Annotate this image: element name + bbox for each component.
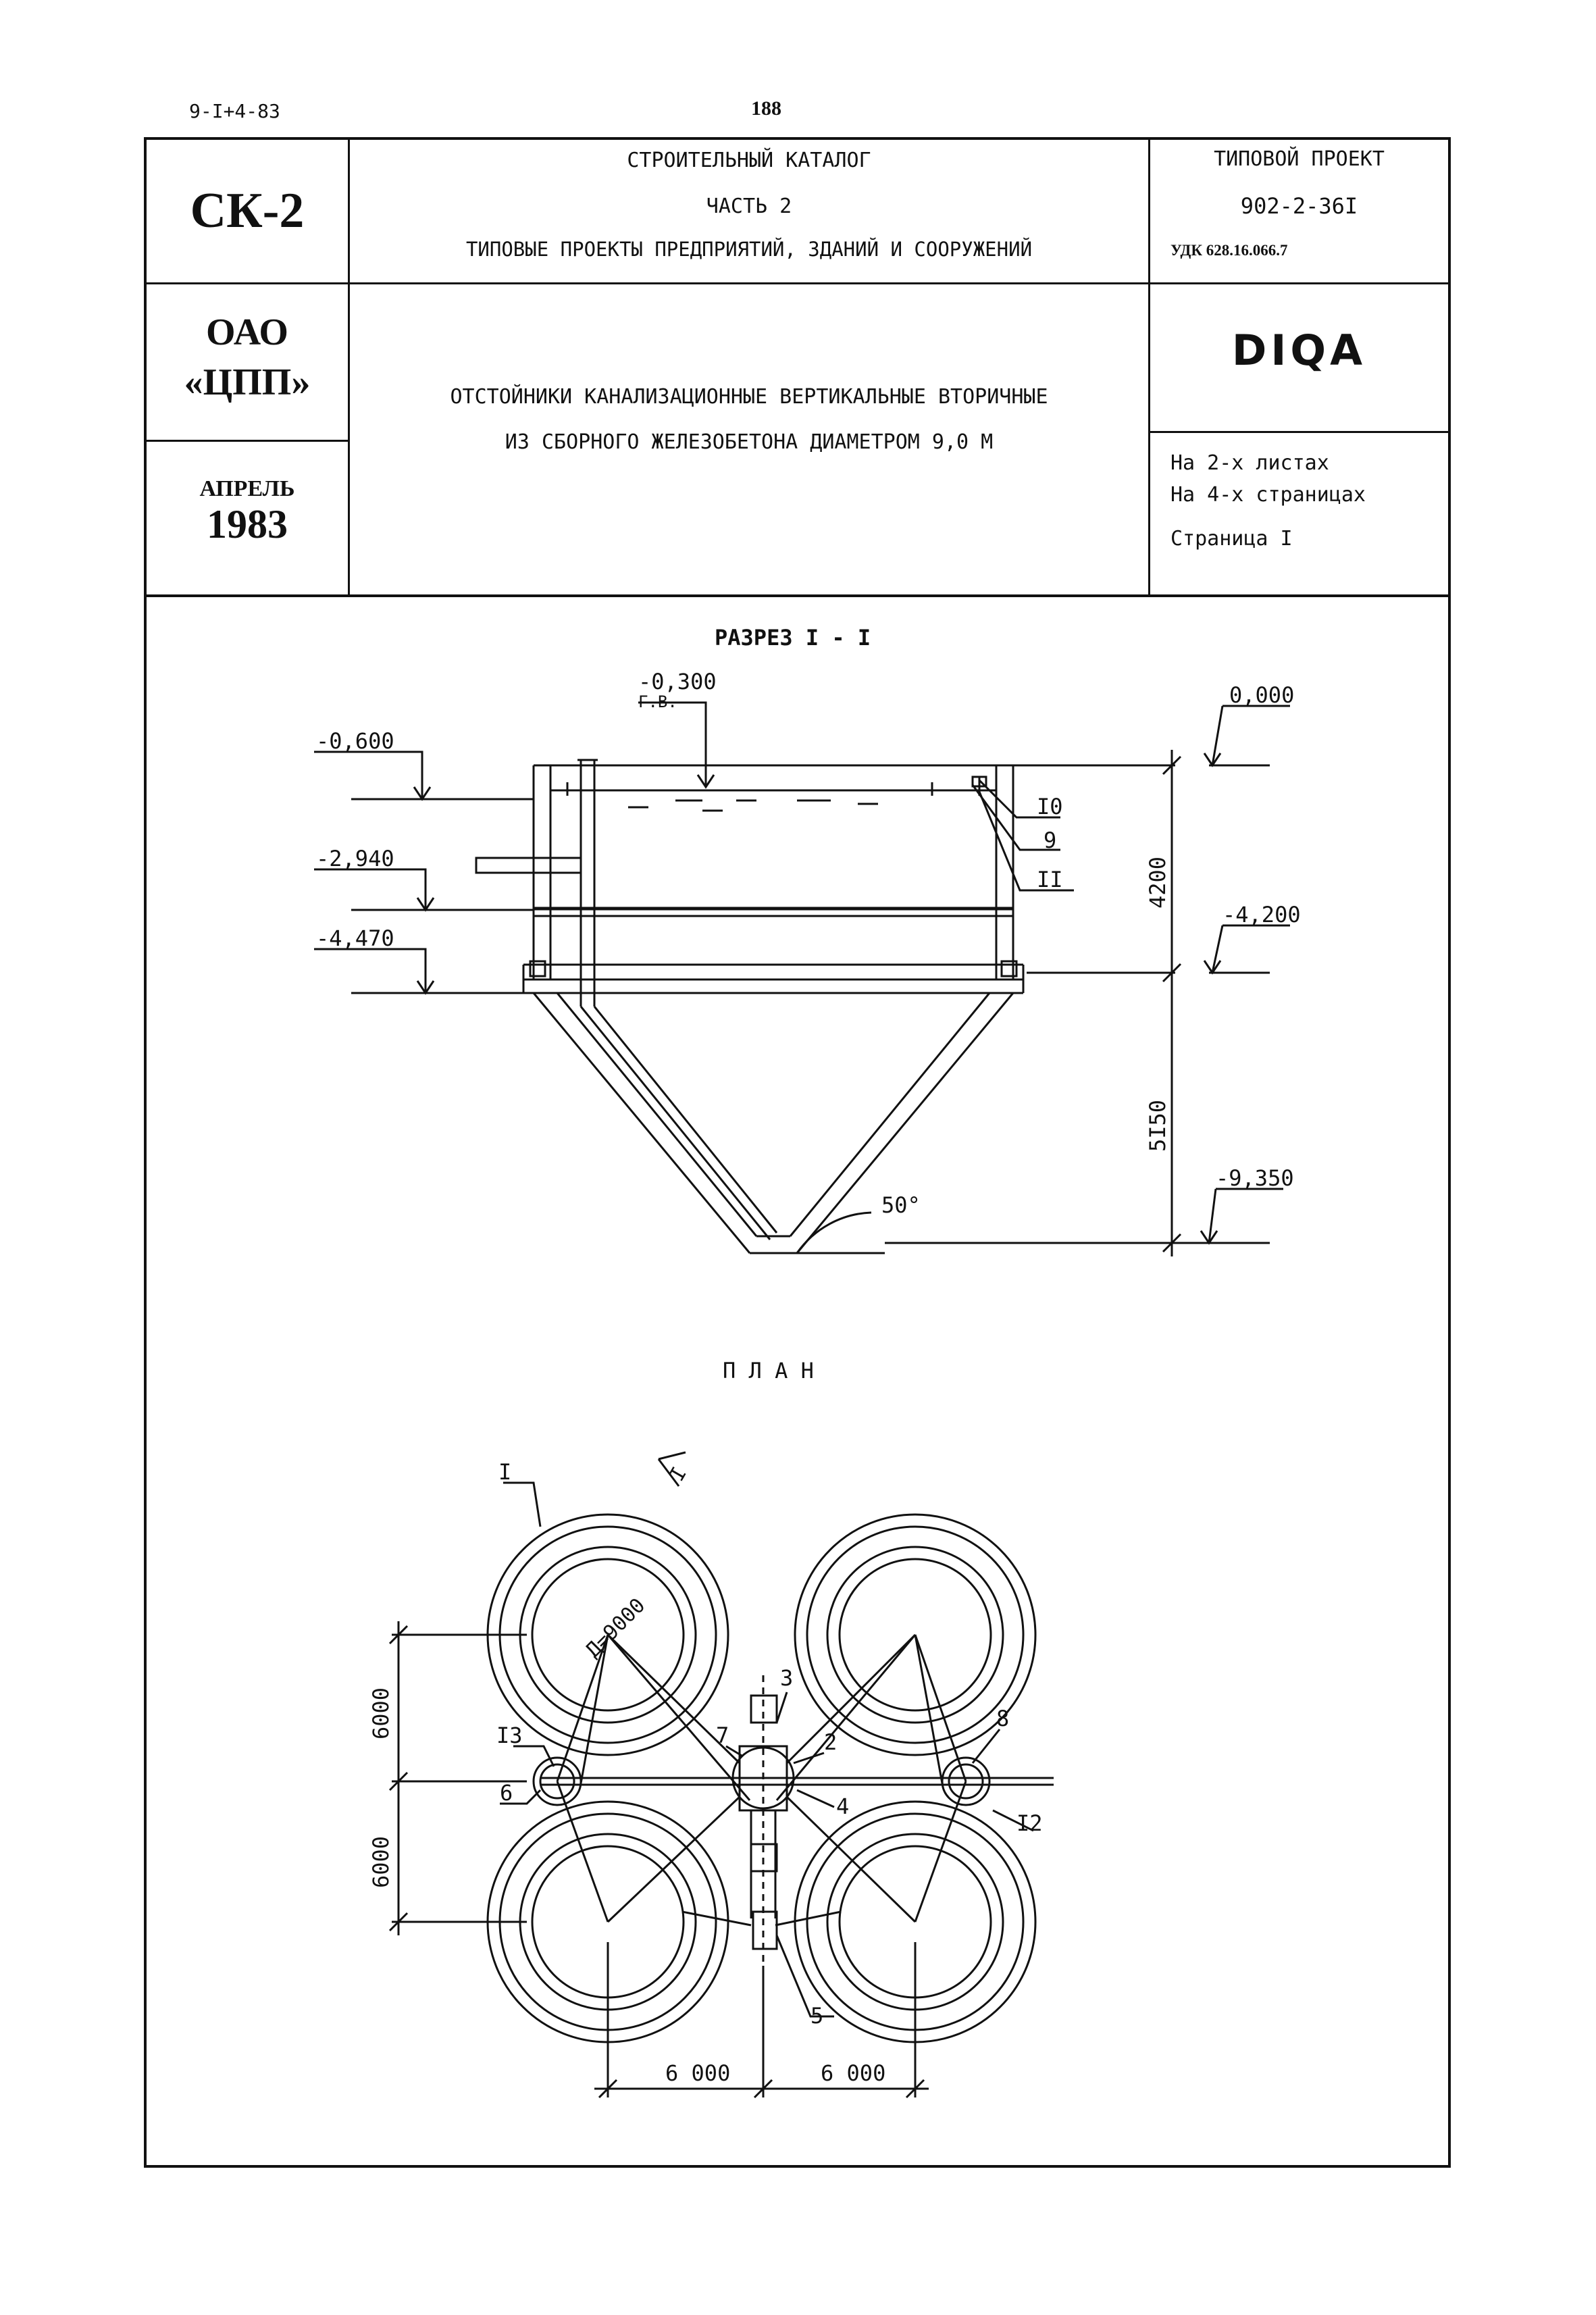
water-level-mark: -0,300 bbox=[638, 669, 717, 694]
org-line2: «ЦПП» bbox=[184, 361, 311, 403]
section-title: РАЗРЕЗ I - I bbox=[715, 625, 871, 651]
plan-callout-1: I bbox=[498, 1459, 511, 1485]
plan-diameter: Д=9000 bbox=[582, 1594, 650, 1662]
section-callout-11: II bbox=[1037, 867, 1063, 892]
catalog-subtitle: ТИПОВЫЕ ПРОЕКТЫ ПРЕДПРИЯТИЙ, ЗДАНИЙ И СО… bbox=[465, 238, 1033, 261]
document-title-line1: ОТСТОЙНИКИ КАНАЛИЗАЦИОННЫЕ ВЕРТИКАЛЬНЫЕ … bbox=[450, 385, 1048, 409]
plan-callout-8: 8 bbox=[996, 1706, 1009, 1731]
issue-year: 1983 bbox=[207, 502, 288, 546]
plan-dimension-vertical-1: 6000 bbox=[368, 1687, 394, 1739]
title-block-divider-right bbox=[1148, 137, 1150, 596]
catalog-part: ЧАСТЬ 2 bbox=[706, 195, 792, 218]
document-title-line2: ИЗ СБОРНОГО ЖЕЛЕЗОБЕТОНА ДИАМЕТРОМ 9,0 М bbox=[505, 430, 994, 454]
page-number: 188 bbox=[751, 97, 781, 120]
series-code: 9-I+4-83 bbox=[189, 100, 280, 122]
plan-drawing bbox=[388, 1451, 1054, 2099]
elevation-right-mid: -4,200 bbox=[1222, 902, 1301, 927]
org-line1: ОАО bbox=[206, 311, 288, 353]
current-page: Страница I bbox=[1170, 527, 1293, 551]
cone-angle: 50° bbox=[881, 1192, 921, 1218]
catalog-code: СК-2 bbox=[190, 183, 305, 238]
plan-callout-3: 3 bbox=[780, 1665, 793, 1691]
frame-left bbox=[144, 137, 147, 2168]
title-block-left-row2 bbox=[144, 440, 349, 442]
title-block-bottom bbox=[144, 594, 1451, 597]
plan-dimension-horizontal-1: 6 000 bbox=[665, 2060, 730, 2086]
project-number: 902-2-36I bbox=[1240, 193, 1358, 219]
section-callout-10: I0 bbox=[1037, 794, 1063, 819]
elevation-bottom: -9,350 bbox=[1216, 1165, 1294, 1191]
project-label: ТИПОВОЙ ПРОЕКТ bbox=[1214, 147, 1385, 171]
plan-callout-6: 6 bbox=[500, 1780, 513, 1806]
plan-callout-7: 7 bbox=[716, 1723, 729, 1748]
elevation-left-3: -4,470 bbox=[316, 925, 394, 951]
frame-top bbox=[144, 137, 1451, 140]
title-block-right-row2 bbox=[1148, 431, 1451, 433]
plan-title: П Л А Н bbox=[723, 1358, 814, 1383]
plan-section-mark: I bbox=[665, 1463, 692, 1485]
section-callout-9: 9 bbox=[1044, 828, 1056, 853]
frame-right bbox=[1448, 137, 1451, 2168]
udc-code: УДК 628.16.066.7 bbox=[1170, 242, 1288, 259]
elevation-left-2: -2,940 bbox=[316, 846, 394, 871]
dimension-upper: 4200 bbox=[1145, 857, 1170, 909]
plan-callout-13: I3 bbox=[496, 1723, 523, 1748]
plan-dimension-vertical-2: 6000 bbox=[368, 1836, 394, 1888]
plan-callout-5: 5 bbox=[810, 2003, 823, 2029]
water-level-note: Г.В. bbox=[638, 692, 677, 711]
elevation-left-1: -0,600 bbox=[316, 728, 394, 754]
frame-bottom bbox=[144, 2165, 1451, 2168]
plan-callout-2: 2 bbox=[824, 1729, 837, 1755]
issue-month: АПРЕЛЬ bbox=[199, 476, 295, 501]
section-drawing bbox=[314, 701, 1290, 1256]
sheet-count: На 2-х листах bbox=[1170, 451, 1329, 475]
plan-dimension-horizontal-2: 6 000 bbox=[821, 2060, 885, 2086]
title-block-row1 bbox=[144, 282, 1451, 284]
dimension-lower: 5I50 bbox=[1145, 1100, 1170, 1152]
title-block-divider-left bbox=[348, 137, 350, 596]
plan-callout-12: I2 bbox=[1016, 1810, 1043, 1836]
page-count: На 4-х страницах bbox=[1170, 483, 1366, 507]
plan-callout-4: 4 bbox=[836, 1794, 849, 1819]
document-code: DIQA bbox=[1231, 326, 1367, 375]
elevation-top: 0,000 bbox=[1229, 682, 1294, 708]
catalog-title: СТРОИТЕЛЬНЫЙ КАТАЛОГ bbox=[627, 149, 871, 172]
